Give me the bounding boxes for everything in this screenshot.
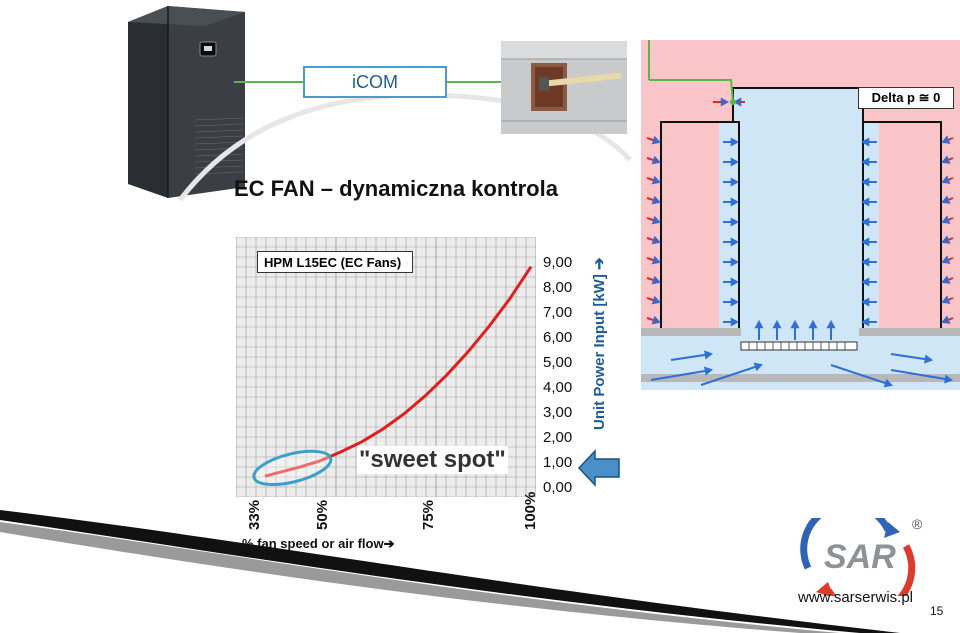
underfloor-airflow-arrow-head: [704, 366, 714, 376]
return-air-arrow-head: [941, 235, 951, 244]
decorative-swoosh: [0, 510, 900, 633]
return-air-arrow-head: [941, 255, 951, 264]
y-axis-label: Unit Power Input [kW] ➔: [590, 257, 608, 430]
sar-logo: [800, 518, 916, 596]
sweet-spot-ellipse: [252, 449, 333, 487]
y-tick-label: 1,00: [543, 454, 573, 471]
underfloor-airflow-arrow: [700, 364, 762, 386]
underfloor-airflow-arrow-head: [924, 354, 934, 364]
underfloor-airflow-arrow-head: [753, 362, 763, 372]
x-tick-label: 33%: [246, 499, 263, 530]
floor-airflow-arrow-head: [772, 319, 782, 329]
return-air-arrow-head: [651, 295, 661, 305]
chart-title-box: HPM L15EC (EC Fans): [257, 251, 413, 273]
y-tick-label: 9,00: [543, 254, 573, 271]
underfloor-airflow-arrow: [890, 353, 932, 361]
y-axis-label-text: Unit Power Input [kW] ➔: [591, 257, 608, 430]
sweet-spot-annotation: "sweet spot": [357, 446, 508, 474]
x-tick-label: 100%: [522, 491, 539, 530]
airflow-arrow-head: [730, 157, 740, 167]
delta-p-arrow-head: [732, 97, 742, 107]
icom-label-box: iCOM: [303, 66, 447, 98]
airflow-arrow-head: [860, 257, 870, 267]
return-air-arrow-head: [651, 315, 661, 325]
return-air-arrow-head: [941, 135, 951, 144]
airflow-arrow-head: [860, 277, 870, 287]
airflow-arrow-head: [860, 317, 870, 327]
floor-airflow-arrow-head: [754, 319, 764, 329]
airflow-arrow-head: [860, 237, 870, 247]
left-arrow-icon: [577, 449, 620, 487]
return-air-arrow-head: [941, 175, 951, 184]
airflow-arrow-head: [730, 237, 740, 247]
underfloor-airflow-arrow: [890, 369, 952, 381]
pressure-sensor-photo: [501, 41, 627, 134]
x-tick-label: 75%: [420, 499, 437, 530]
y-tick-label: 5,00: [543, 354, 573, 371]
underfloor-airflow-arrow: [830, 364, 892, 386]
return-air-arrow-head: [941, 195, 951, 204]
series-line-0: [264, 265, 533, 478]
y-tick-label: 6,00: [543, 329, 573, 346]
y-tick-label: 4,00: [543, 379, 573, 396]
y-tick-label: 2,00: [543, 429, 573, 446]
airflow-arrow-head: [730, 137, 740, 147]
slide-title: EC FAN – dynamiczna kontrola: [234, 176, 558, 201]
airflow-arrow-head: [730, 217, 740, 227]
icom-label: iCOM: [352, 71, 398, 92]
x-tick-label: 50%: [314, 499, 331, 530]
x-axis-label: % fan speed or air flow➔: [242, 536, 395, 551]
underfloor-airflow-arrow-head: [944, 374, 954, 384]
return-air-arrow-head: [651, 275, 661, 285]
airflow-arrow-head: [860, 177, 870, 187]
chart-series: [252, 265, 533, 487]
airflow-arrow-head: [860, 297, 870, 307]
return-air-arrow-head: [941, 295, 951, 304]
airflow-arrow-head: [730, 297, 740, 307]
chart-title: HPM L15EC (EC Fans): [264, 254, 402, 270]
registered-mark: ®: [912, 516, 923, 532]
floor-airflow-arrow-head: [826, 319, 836, 329]
return-air-arrow-head: [651, 135, 661, 145]
return-air-arrow-head: [651, 195, 661, 205]
icom-connector-lines: [234, 81, 510, 83]
return-air-arrow-head: [941, 215, 951, 224]
airflow-arrow-head: [860, 157, 870, 167]
underfloor-airflow-arrow: [650, 369, 712, 381]
y-tick-label: 3,00: [543, 404, 573, 421]
website-url: www.sarserwis.pl: [798, 589, 914, 606]
airflow-arrow-head: [730, 257, 740, 267]
airflow-arrow-head: [860, 197, 870, 207]
return-air-arrow-head: [941, 275, 951, 284]
logo-text: SAR: [824, 538, 896, 576]
airflow-arrow-head: [730, 277, 740, 287]
y-tick-label: 7,00: [543, 304, 573, 321]
return-air-arrow-head: [651, 155, 661, 165]
slide-number: 15: [930, 604, 944, 618]
y-tick-label: 0,00: [543, 479, 573, 496]
floor-airflow-arrow-head: [790, 319, 800, 329]
underfloor-airflow-arrow: [670, 353, 712, 361]
floor-airflow-arrow-head: [808, 319, 818, 329]
airflow-arrow-head: [730, 197, 740, 207]
return-air-arrow-head: [651, 255, 661, 265]
delta-p-label: Delta p ≅ 0: [858, 87, 954, 109]
delta-p-arrow-head: [720, 97, 730, 107]
return-air-arrow-head: [941, 315, 951, 324]
return-air-arrow-head: [651, 175, 661, 185]
underfloor-airflow-arrow-head: [883, 378, 893, 388]
return-air-arrow-head: [651, 235, 661, 245]
airflow-arrow-head: [730, 177, 740, 187]
underfloor-airflow-arrow-head: [704, 350, 714, 360]
return-air-arrow-head: [651, 215, 661, 225]
airflow-arrow-head: [860, 217, 870, 227]
precision-ac-unit-illustration: [128, 6, 245, 198]
airflow-arrow-head: [730, 317, 740, 327]
airflow-arrow-head: [860, 137, 870, 147]
return-air-arrow-head: [941, 155, 951, 164]
y-tick-label: 8,00: [543, 279, 573, 296]
